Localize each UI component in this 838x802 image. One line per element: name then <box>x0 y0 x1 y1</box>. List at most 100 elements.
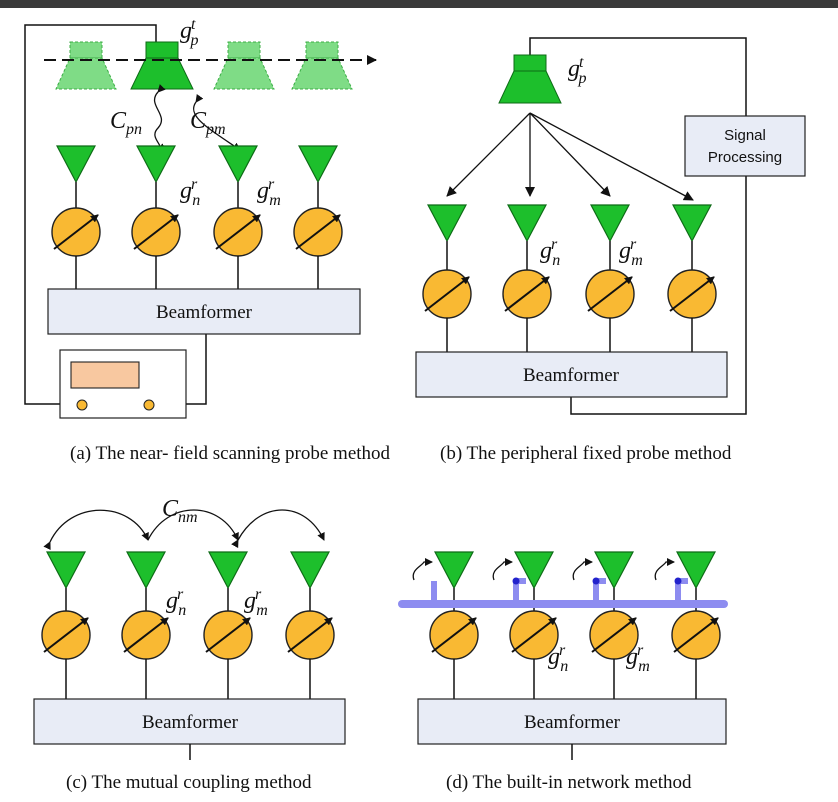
caption-a: (a) The near- field scanning probe metho… <box>70 443 391 464</box>
beamformer-label: Beamformer <box>523 365 620 386</box>
probe-ray <box>529 112 611 197</box>
phase-shifter-arrow <box>295 214 341 250</box>
antenna-element <box>131 145 181 289</box>
phase-shifter-arrow <box>43 617 89 653</box>
phase-shifter-arrow <box>133 214 179 250</box>
phase-shifter-arrow <box>591 617 637 653</box>
antenna-triangle <box>136 145 176 184</box>
antenna-element <box>585 204 635 352</box>
beamformer-box <box>47 288 361 335</box>
antenna-element <box>502 204 552 352</box>
antenna-triangle <box>594 551 634 590</box>
coupling-label-pn: Cpn <box>110 108 142 138</box>
coupling-hook <box>654 558 675 581</box>
built-in-network <box>398 558 728 608</box>
antenna-element <box>51 145 101 289</box>
coupling-arrow-pm <box>193 93 241 151</box>
probe-horn <box>130 41 194 90</box>
phase-shifter-arrow <box>215 214 261 250</box>
antenna-triangle <box>56 145 96 184</box>
phase-shifter-arrow <box>504 276 550 312</box>
coupling-arrow-pn <box>153 84 167 151</box>
antenna-element <box>285 551 335 699</box>
coupling-hook <box>412 558 433 581</box>
caption-c: (c) The mutual coupling method <box>66 772 312 793</box>
instrument-wire <box>183 334 207 405</box>
antenna-triangle <box>208 551 248 590</box>
probe-horn-ghost <box>55 41 117 90</box>
feedback-wire-top <box>529 37 747 116</box>
antenna-elements <box>429 551 721 699</box>
phase-shifter-arrow <box>123 617 169 653</box>
antenna-element <box>203 551 253 699</box>
phase-shifter-arrow <box>511 617 557 653</box>
antenna-elements <box>422 204 717 352</box>
antenna-triangle <box>434 551 474 590</box>
antenna-triangle <box>290 551 330 590</box>
fixed-probe-horn <box>498 54 562 104</box>
signal-processing-label-line1: Signal <box>724 127 766 144</box>
coupling-hook <box>492 558 513 581</box>
coupling-label-nm: Cnm <box>162 496 198 526</box>
loop-wire <box>24 24 157 405</box>
coupler-dot <box>674 577 682 585</box>
phase-shifter-arrow <box>53 214 99 250</box>
beamformer-box <box>415 351 728 398</box>
beamformer-box <box>33 698 346 745</box>
probe-horn-ghost <box>213 41 275 90</box>
probe-horn-ghost <box>291 41 353 90</box>
antenna-element <box>213 145 263 289</box>
probe-ray <box>446 112 531 197</box>
antenna-element <box>509 551 559 699</box>
antenna-triangle <box>590 204 630 243</box>
coupling-label-pm: Cpm <box>190 108 226 138</box>
antenna-triangle <box>427 204 467 243</box>
beamformer-box <box>417 698 727 745</box>
phase-shifter-arrow <box>669 276 715 312</box>
feedback-wire-bottom <box>570 176 747 415</box>
phase-shifter-arrow <box>431 617 477 653</box>
phase-shifter-arrow <box>287 617 333 653</box>
antenna-triangle <box>218 145 258 184</box>
signal-processing-label-line2: Processing <box>708 149 782 166</box>
antenna-element <box>589 551 639 699</box>
test-instrument <box>59 349 187 419</box>
antenna-element <box>121 551 171 699</box>
probe-ray <box>529 112 694 201</box>
signal-processing-box <box>684 115 806 177</box>
antenna-triangle <box>46 551 86 590</box>
phase-shifter-arrow <box>673 617 719 653</box>
antenna-element <box>671 551 721 699</box>
antenna-element <box>429 551 479 699</box>
antenna-element <box>41 551 91 699</box>
antenna-triangle <box>672 204 712 243</box>
coupler-dot <box>592 577 600 585</box>
antenna-triangle <box>514 551 554 590</box>
coupling-arc <box>231 509 325 549</box>
antenna-element <box>667 204 717 352</box>
caption-b: (b) The peripheral fixed probe method <box>440 443 732 464</box>
antenna-element <box>293 145 343 289</box>
coupling-arc <box>43 509 149 551</box>
coupling-hook <box>572 558 593 581</box>
phase-shifter-arrow <box>587 276 633 312</box>
antenna-elements <box>41 551 335 699</box>
antenna-triangle <box>676 551 716 590</box>
caption-d: (d) The built-in network method <box>446 772 692 793</box>
antenna-triangle <box>298 145 338 184</box>
coupling-arc <box>147 509 239 541</box>
